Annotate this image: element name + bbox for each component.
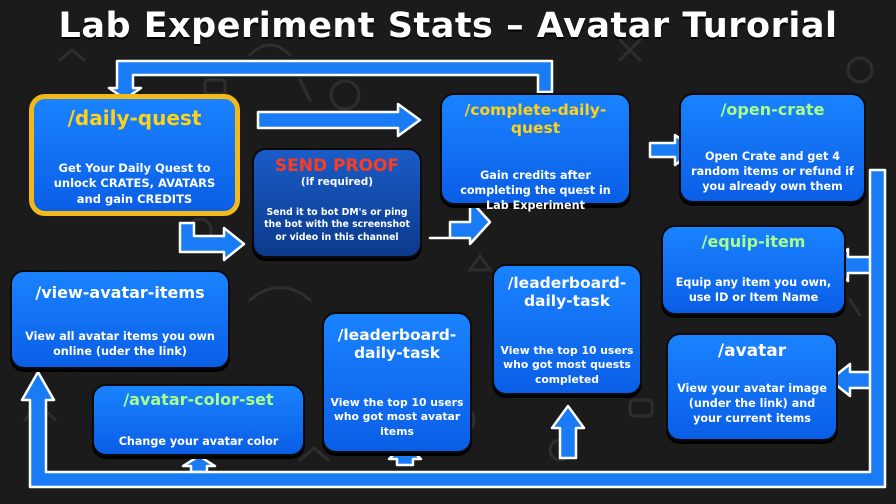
send-proof-card: SEND PROOF (if required) Send it to bot … [252, 148, 422, 258]
view-avatar-items-description: View all avatar items you own online (ud… [25, 330, 215, 358]
open-crate-description: Open Crate and get 4 random items or ref… [691, 150, 854, 193]
send-proof-title: SEND PROOF [274, 156, 400, 176]
loop-arrow-icon [107, 59, 554, 101]
leaderboard-items-command: /leaderboard-daily-task [337, 326, 457, 363]
leaderboard-quests-card: /leaderboard-daily-task View the top 10 … [492, 264, 642, 395]
open-crate-card: /open-crate Open Crate and get 4 random … [679, 93, 866, 203]
complete-daily-quest-command: /complete-daily-quest [464, 101, 607, 138]
leaderboard-items-description: View the top 10 users who got most avata… [330, 396, 464, 438]
equip-item-card: /equip-item Equip any item you own, use … [661, 225, 846, 315]
avatar-description: View your avatar image (under the link) … [677, 382, 827, 425]
arrow-up-icon [181, 454, 217, 474]
page-title: Lab Experiment Stats – Avatar Turorial [58, 6, 838, 46]
arrow-right-icon [256, 102, 422, 138]
view-avatar-items-command: /view-avatar-items [35, 283, 205, 302]
avatar-command: /avatar [717, 341, 787, 361]
equip-item-command: /equip-item [701, 232, 806, 251]
arrow-down-right-icon [178, 221, 246, 262]
daily-quest-card: /daily-quest Get Your Daily Quest to unl… [29, 94, 240, 216]
view-avatar-items-card: /view-avatar-items View all avatar items… [10, 270, 230, 369]
equip-item-description: Equip any item you own, use ID or Item N… [675, 276, 832, 304]
open-crate-command: /open-crate [720, 100, 825, 119]
avatar-card: /avatar View your avatar image (under th… [666, 333, 838, 441]
leaderboard-items-card: /leaderboard-daily-task View the top 10 … [322, 312, 472, 453]
send-proof-subtitle: (if required) [300, 176, 374, 189]
daily-quest-description: Get Your Daily Quest to unlock CRATES, A… [53, 161, 216, 206]
send-proof-description: Send it to bot DM's or ping the bot with… [264, 207, 410, 243]
daily-quest-command: /daily-quest [67, 106, 202, 130]
complete-daily-quest-card: /complete-daily-quest Gain credits after… [440, 93, 631, 212]
avatar-color-set-description: Change your avatar color [118, 435, 279, 448]
complete-daily-quest-description: Gain credits after completing the quest … [460, 169, 611, 212]
avatar-color-set-command: /avatar-color-set [123, 390, 274, 409]
return-loop-arrow-icon [20, 168, 887, 489]
leaderboard-quests-description: View the top 10 users who got most quest… [500, 344, 634, 386]
arrow-up-icon [550, 404, 586, 460]
avatar-color-set-card: /avatar-color-set Change your avatar col… [92, 384, 305, 456]
leaderboard-quests-command: /leaderboard-daily-task [507, 274, 627, 311]
